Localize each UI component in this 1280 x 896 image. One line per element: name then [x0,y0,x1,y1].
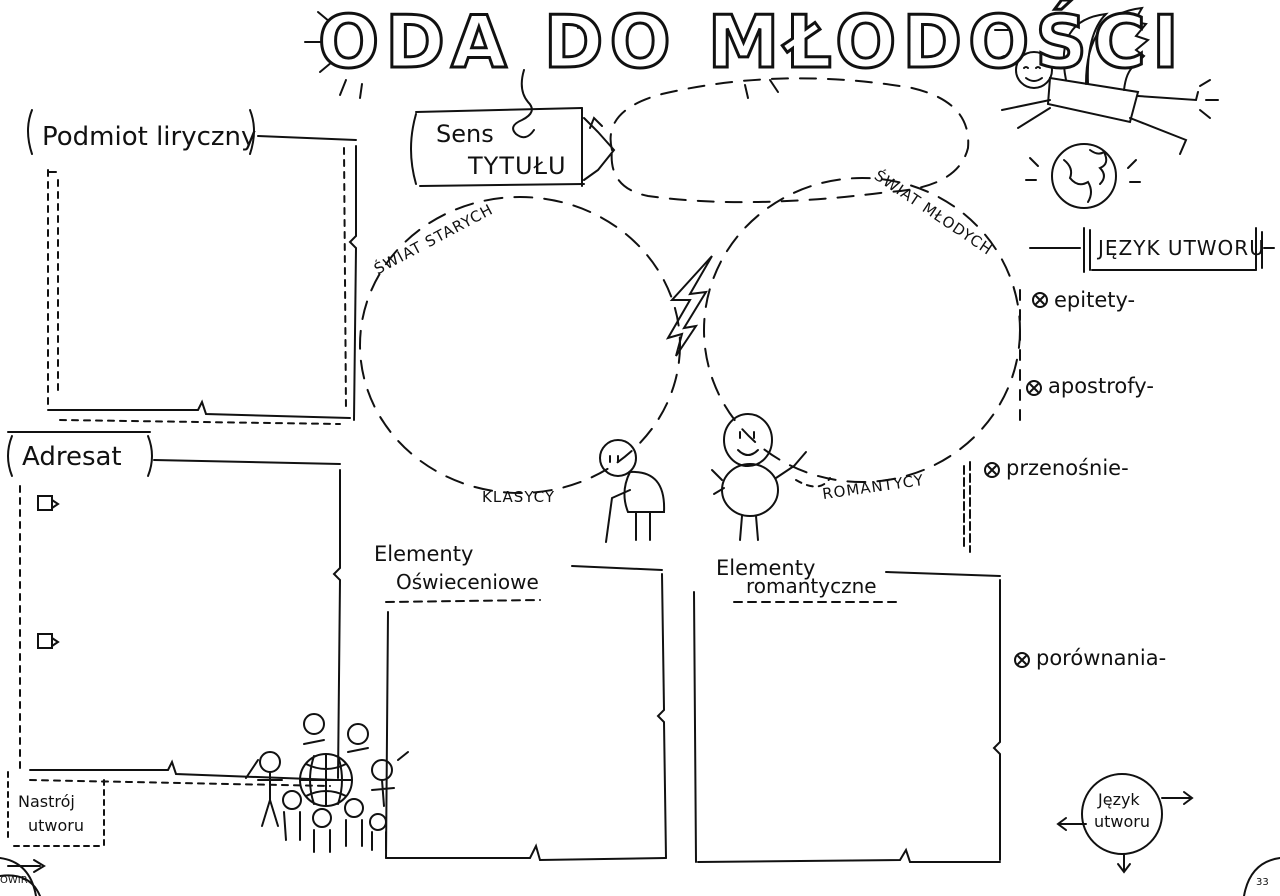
elementy-rom-line2: romantyczne [746,574,877,598]
old-man-icon [599,439,666,543]
arrow-icon [0,859,46,896]
flying-angel-icon [1001,6,1219,155]
adresat-label: Adresat [22,442,122,472]
elementy-romantyzmu-box [693,571,1001,863]
page-title: ODA DO MŁODOŚCI [317,0,1185,84]
lightning-icon [665,255,713,357]
checkbox-icon [37,495,60,649]
adresat-label-frame [7,431,153,477]
nastroj-label-line2: utworu [28,816,85,835]
sens-label-line1: Sens [436,120,494,148]
adresat-box [19,459,342,787]
klasycy-label: KLASYCY [482,488,556,506]
sun-rays-icon [304,11,1009,99]
language-item: przenośnie- [1006,456,1129,480]
jezyk-header-label: JĘZYK UTWORU [1098,236,1265,260]
crowd-with-globe-icon [245,713,409,853]
nastroj-label-line1: Nastrój [18,792,75,811]
elementy-oswiecenia-box [385,565,667,862]
x-circle-icon [984,292,1048,668]
nastroj-box [7,771,105,847]
elementy-osw-line1: Elementy [374,542,474,566]
globe-icon [1025,143,1141,209]
elementy-osw-line2: Oświeceniowe [396,570,539,594]
language-item: porównania- [1036,646,1167,670]
corner-left-text: OWIR [0,875,28,886]
sens-label-line2: TYTUŁU [468,152,567,180]
corner-right-curve [1243,857,1280,896]
jezyk-circle-line2: utworu [1094,812,1151,831]
page-number: 33 [1256,877,1269,888]
sens-label-frame [410,107,616,187]
podmiot-label-frame [27,109,255,155]
young-man-icon [711,413,807,541]
language-item: apostrofy- [1048,374,1154,398]
jezyk-circle-icon [1056,773,1194,874]
podmiot-box [47,135,358,425]
sens-cloud [609,77,970,204]
curl-connector [512,69,535,139]
elementy-rom-line1: Elementy [716,556,816,580]
podmiot-label: Podmiot liryczny [42,122,257,152]
jezyk-header-frame [1029,227,1275,273]
jezyk-circle-line1: Język [1098,790,1140,809]
language-item: epitety- [1054,288,1136,312]
swiat-mlodych-circle [703,177,1021,483]
corner-left-curve [0,857,37,896]
